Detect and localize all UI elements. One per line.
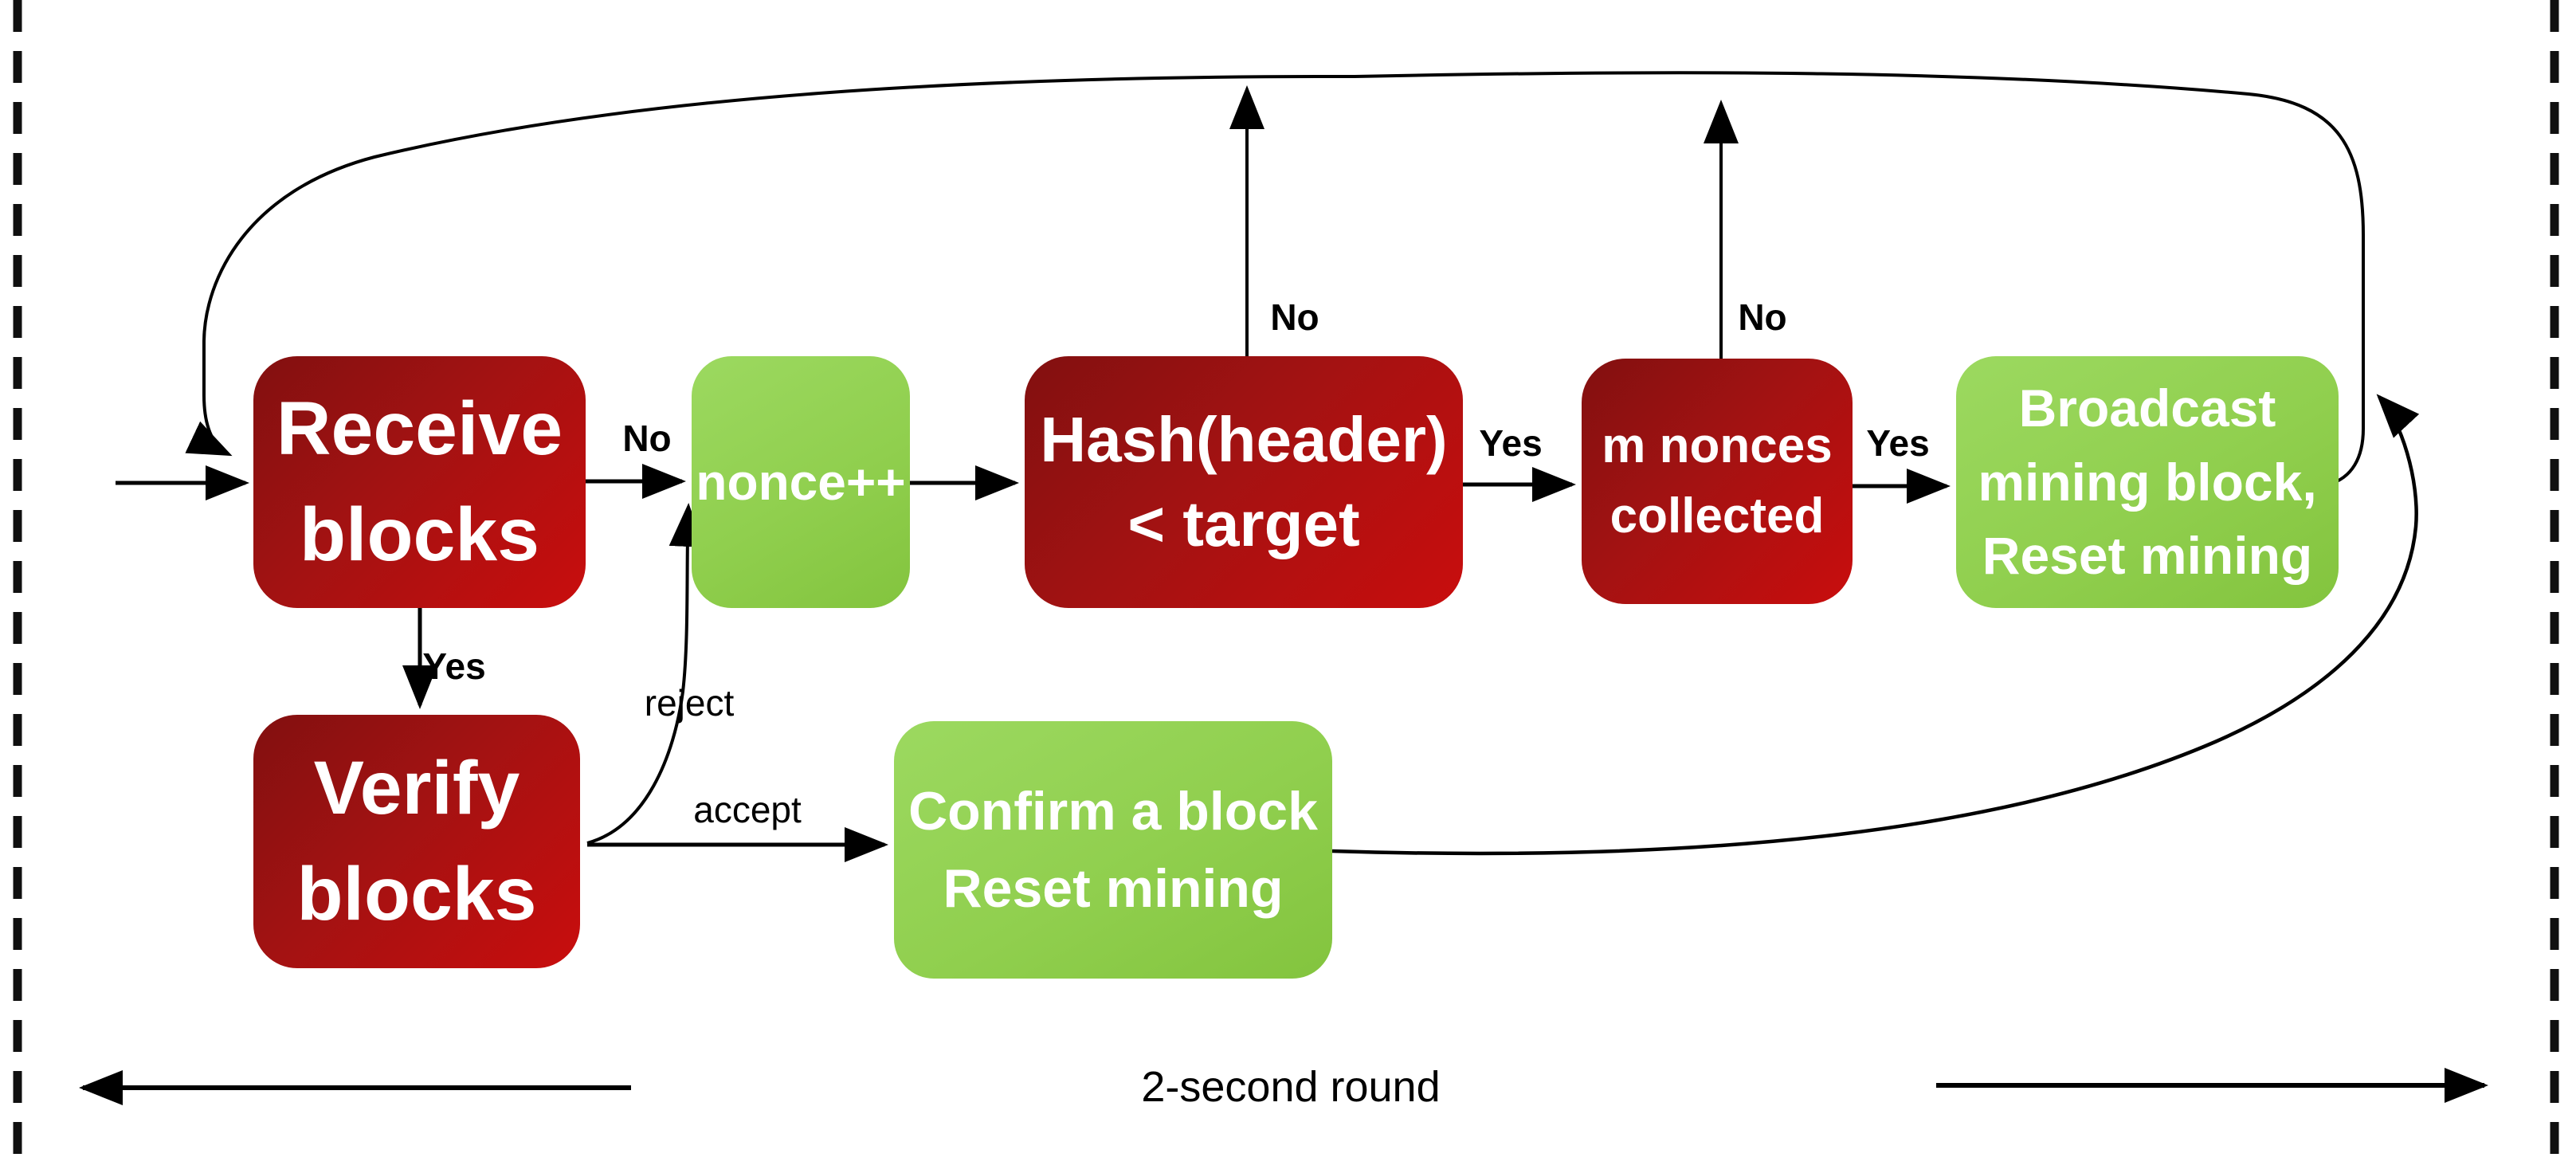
node-verify-line2: blocks bbox=[296, 852, 537, 936]
node-hash-line2: < target bbox=[1127, 488, 1360, 559]
node-receive-line1: Receive bbox=[276, 386, 563, 471]
node-broadcast-line2: mining block, bbox=[1978, 452, 2317, 512]
node-broadcast-mining-block: Broadcast mining block, Reset mining bbox=[1956, 356, 2339, 608]
edge-label-mnonces-no: No bbox=[1738, 296, 1787, 338]
node-nonce-line1: nonce++ bbox=[696, 453, 906, 511]
node-broadcast-line1: Broadcast bbox=[2018, 379, 2276, 438]
edge-label-receive-no: No bbox=[622, 418, 672, 459]
arrow-verify-reject-to-nonce bbox=[586, 503, 704, 845]
node-mnonces-line1: m nonces bbox=[1602, 418, 1833, 473]
node-receive-blocks: Receive blocks bbox=[253, 356, 586, 608]
arrow-confirm-merge-to-loop bbox=[1331, 394, 2420, 856]
edge-label-hash-yes: Yes bbox=[1479, 422, 1543, 464]
node-verify-blocks: Verify blocks bbox=[253, 715, 580, 968]
edge-label-hash-no: No bbox=[1270, 296, 1319, 338]
edge-label-accept: accept bbox=[693, 789, 802, 830]
node-mnonces-line2: collected bbox=[1610, 488, 1825, 543]
edge-label-reject: reject bbox=[644, 682, 735, 724]
node-confirm-line2: Reset mining bbox=[943, 857, 1284, 919]
node-hash-line1: Hash(header) bbox=[1040, 404, 1448, 476]
node-nonce-increment: nonce++ bbox=[692, 356, 910, 608]
round-duration-caption: 2-second round bbox=[1141, 1063, 1441, 1111]
arrow-broadcast-loop-to-receive bbox=[185, 71, 2365, 486]
edge-label-mnonces-yes: Yes bbox=[1866, 422, 1930, 464]
node-confirm-line1: Confirm a block bbox=[908, 780, 1318, 842]
node-hash-check: Hash(header) < target bbox=[1025, 356, 1463, 608]
node-broadcast-line3: Reset mining bbox=[1982, 526, 2313, 586]
node-confirm-block: Confirm a block Reset mining bbox=[894, 721, 1332, 979]
node-verify-line1: Verify bbox=[313, 746, 520, 830]
node-m-nonces-collected: m nonces collected bbox=[1582, 359, 1853, 604]
edge-label-receive-yes: Yes bbox=[422, 645, 486, 687]
node-receive-line2: blocks bbox=[300, 492, 539, 577]
